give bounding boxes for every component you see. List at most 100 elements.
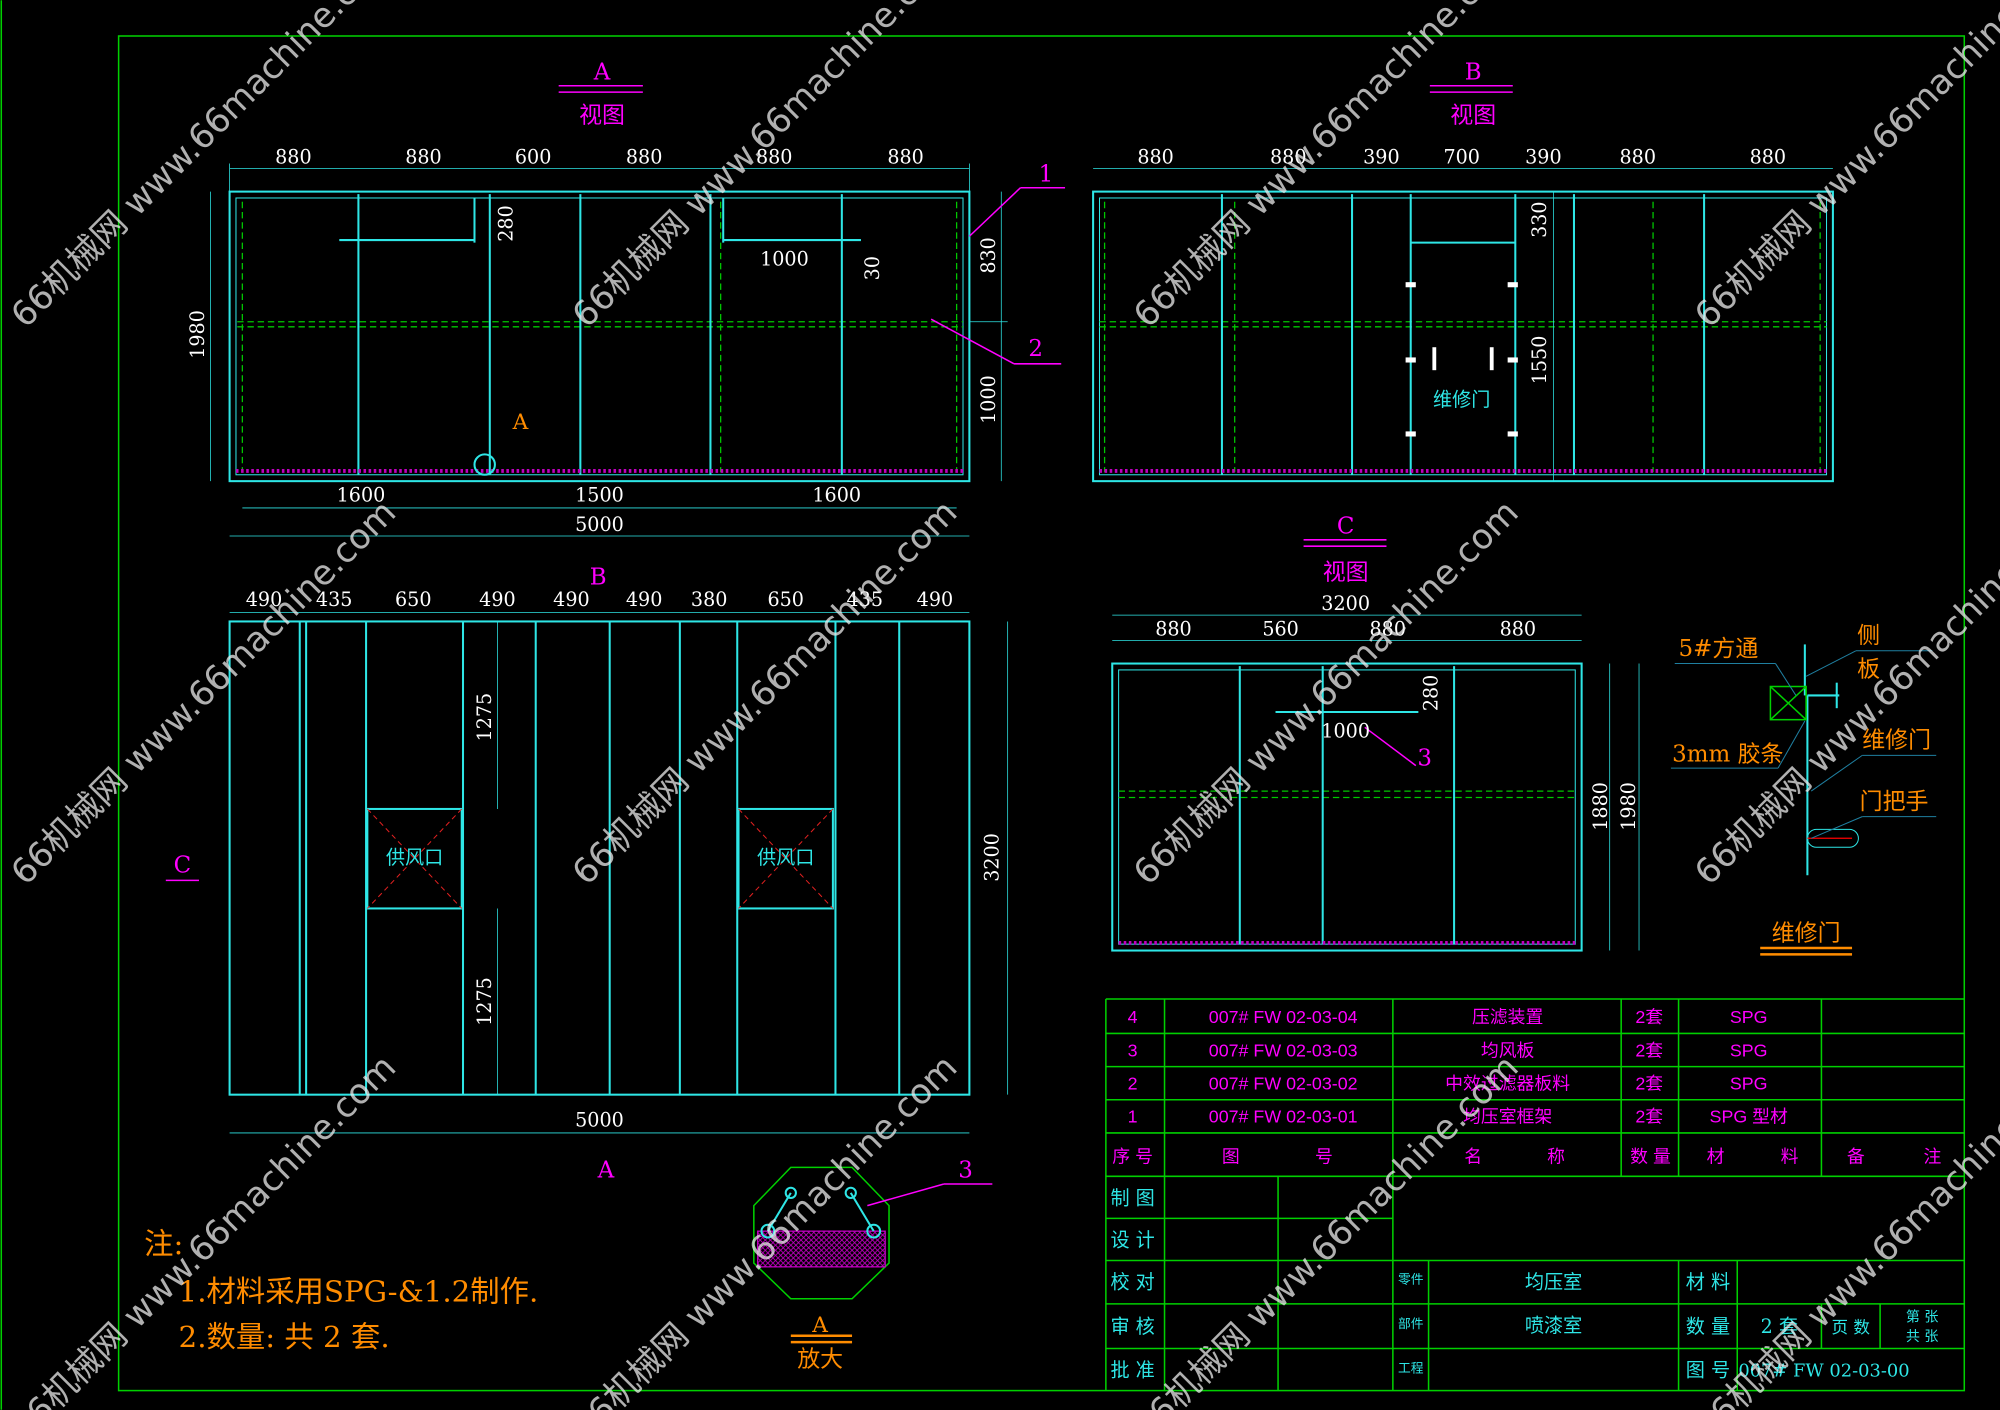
dimension-label: 1000	[1321, 720, 1370, 743]
row-number: 3	[1128, 1040, 1138, 1060]
role-reviewer: 审 核	[1110, 1315, 1154, 1338]
watermarks: 66机械网 www.66machine.com 66机械网 www.66machi…	[4, 0, 2000, 1410]
row-drawing-no: 007# FW 02-03-04	[1209, 1007, 1358, 1027]
dimension-label: 560	[1262, 617, 1299, 640]
watermark-text: 66机械网 www.66machine.com	[1687, 0, 2000, 336]
header-qty: 数 量	[1630, 1146, 1671, 1166]
row-name: 均压室框架	[1463, 1107, 1552, 1127]
detail-a-title: 放大	[797, 1346, 843, 1372]
dimension-label: 880	[756, 146, 793, 169]
dimension-label: 280	[1419, 675, 1442, 712]
assembly-label: 部件	[1398, 1317, 1424, 1332]
callout-3: 3	[1417, 746, 1432, 772]
dimension-label: 1600	[337, 484, 386, 507]
row-material: SPG	[1730, 1007, 1768, 1027]
overall-dimension: 3200	[1321, 592, 1370, 615]
dimension-label: 490	[553, 588, 590, 611]
dimension-label: 1000	[977, 375, 1000, 424]
view-c-letter: C	[1337, 513, 1355, 539]
detail-a: 3 A 放大	[753, 1158, 993, 1372]
header-name-1: 名	[1464, 1146, 1482, 1166]
part-name: 均压室	[1525, 1271, 1582, 1294]
view-b-letter: B	[1465, 59, 1482, 85]
drawing-border	[117, 35, 1966, 1392]
dimension-label: 1275	[473, 693, 496, 742]
total-width-dimension: 5000	[575, 513, 624, 536]
service-door-label: 维修门	[1433, 388, 1490, 411]
row-number: 2	[1128, 1074, 1138, 1094]
side-label-2: 板	[1857, 656, 1880, 682]
watermark-text: 66机械网 www.66machine.com	[1126, 493, 1527, 894]
detail-a-letter: A	[811, 1313, 828, 1338]
service-door-detail: 5#方通 侧 板 3mm 胶条 维修门 门把手 维修门	[1670, 623, 1937, 956]
note-1: 1.材料采用SPG-&1.2制作.	[179, 1274, 539, 1308]
height-dimension: 1980	[186, 310, 209, 359]
view-b-title: 视图	[1450, 103, 1496, 129]
dimension-label: 280	[495, 205, 518, 242]
row-drawing-no: 007# FW 02-03-03	[1209, 1040, 1358, 1060]
dimension-label: 600	[515, 146, 552, 169]
view-a-title: 视图	[579, 103, 625, 129]
header-drawing-1: 图	[1222, 1146, 1240, 1166]
dimension-label: 435	[316, 588, 353, 611]
dimension-label: 490	[479, 588, 516, 611]
sheet-no: 第 张	[1906, 1309, 1939, 1326]
sheet-total: 共 张	[1906, 1329, 1939, 1345]
detail-a-callout: 3	[958, 1158, 973, 1184]
row-drawing-no: 007# FW 02-03-02	[1209, 1074, 1358, 1094]
project-label: 工程	[1398, 1362, 1424, 1377]
watermark-text: 66机械网 www.66machine.com	[565, 1047, 966, 1410]
dimension-label: 1880	[1589, 782, 1612, 831]
title-block: 制 图 设 计 校 对 审 核 批 准 零件 部件 工程 均压室 喷漆室 材 料…	[1110, 1186, 1938, 1381]
callout-1: 1	[1039, 161, 1054, 187]
role-approver: 批 准	[1110, 1359, 1154, 1382]
dimension-label: 490	[626, 588, 663, 611]
role-designer: 设 计	[1110, 1228, 1154, 1251]
row-material: SPG 型材	[1710, 1107, 1788, 1127]
strip-label: 3mm 胶条	[1672, 742, 1783, 768]
table-header-row: 序 号 图 号 名 称 数 量 材 料 备 注	[1112, 1146, 1941, 1166]
watermark-text: 66机械网 www.66machine.com	[4, 493, 405, 894]
header-mat-1: 材	[1707, 1146, 1725, 1166]
row-qty: 2套	[1635, 1074, 1663, 1094]
tube-label: 5#方通	[1679, 636, 1759, 662]
dimension-label: 390	[1363, 146, 1400, 169]
dimension-label: 830	[977, 237, 1000, 274]
header-mat-2: 料	[1781, 1146, 1799, 1166]
material-label: 材 料	[1686, 1271, 1730, 1294]
header-no: 序 号	[1112, 1146, 1153, 1166]
dimension-label: 1600	[812, 484, 861, 507]
drawing-no: 007# FW 02-03-00	[1738, 1361, 1909, 1382]
row-qty: 2套	[1635, 1007, 1663, 1027]
part-label: 零件	[1398, 1272, 1424, 1287]
watermark-text: 66机械网 www.66machine.com	[1687, 1047, 2000, 1410]
dimension-label: 490	[246, 588, 283, 611]
vent-label-1: 供风口	[386, 846, 443, 869]
dimension-label: 1275	[473, 977, 496, 1026]
watermark-text: 66机械网 www.66machine.com	[1687, 493, 2000, 894]
dimension-label: 1000	[760, 248, 809, 271]
row-number: 4	[1128, 1007, 1138, 1027]
dimension-label: 380	[691, 588, 728, 611]
dimension-label: 1980	[1617, 782, 1640, 831]
dimension-label: 650	[767, 588, 804, 611]
qty-value: 2 套	[1761, 1315, 1798, 1338]
row-qty: 2套	[1635, 1107, 1663, 1127]
header-drawing-2: 号	[1315, 1146, 1333, 1166]
dimension-label: 1500	[575, 484, 624, 507]
section-mark-a: A	[597, 1158, 615, 1184]
dimension-label: 880	[275, 146, 312, 169]
assembly-name: 喷漆室	[1525, 1314, 1582, 1337]
total-width-dimension: 5000	[575, 1109, 624, 1132]
handle-label: 门把手	[1860, 789, 1929, 815]
dimension-label: 330	[1528, 201, 1551, 238]
vent-label-2: 供风口	[757, 846, 814, 869]
dimension-label: 650	[395, 588, 432, 611]
